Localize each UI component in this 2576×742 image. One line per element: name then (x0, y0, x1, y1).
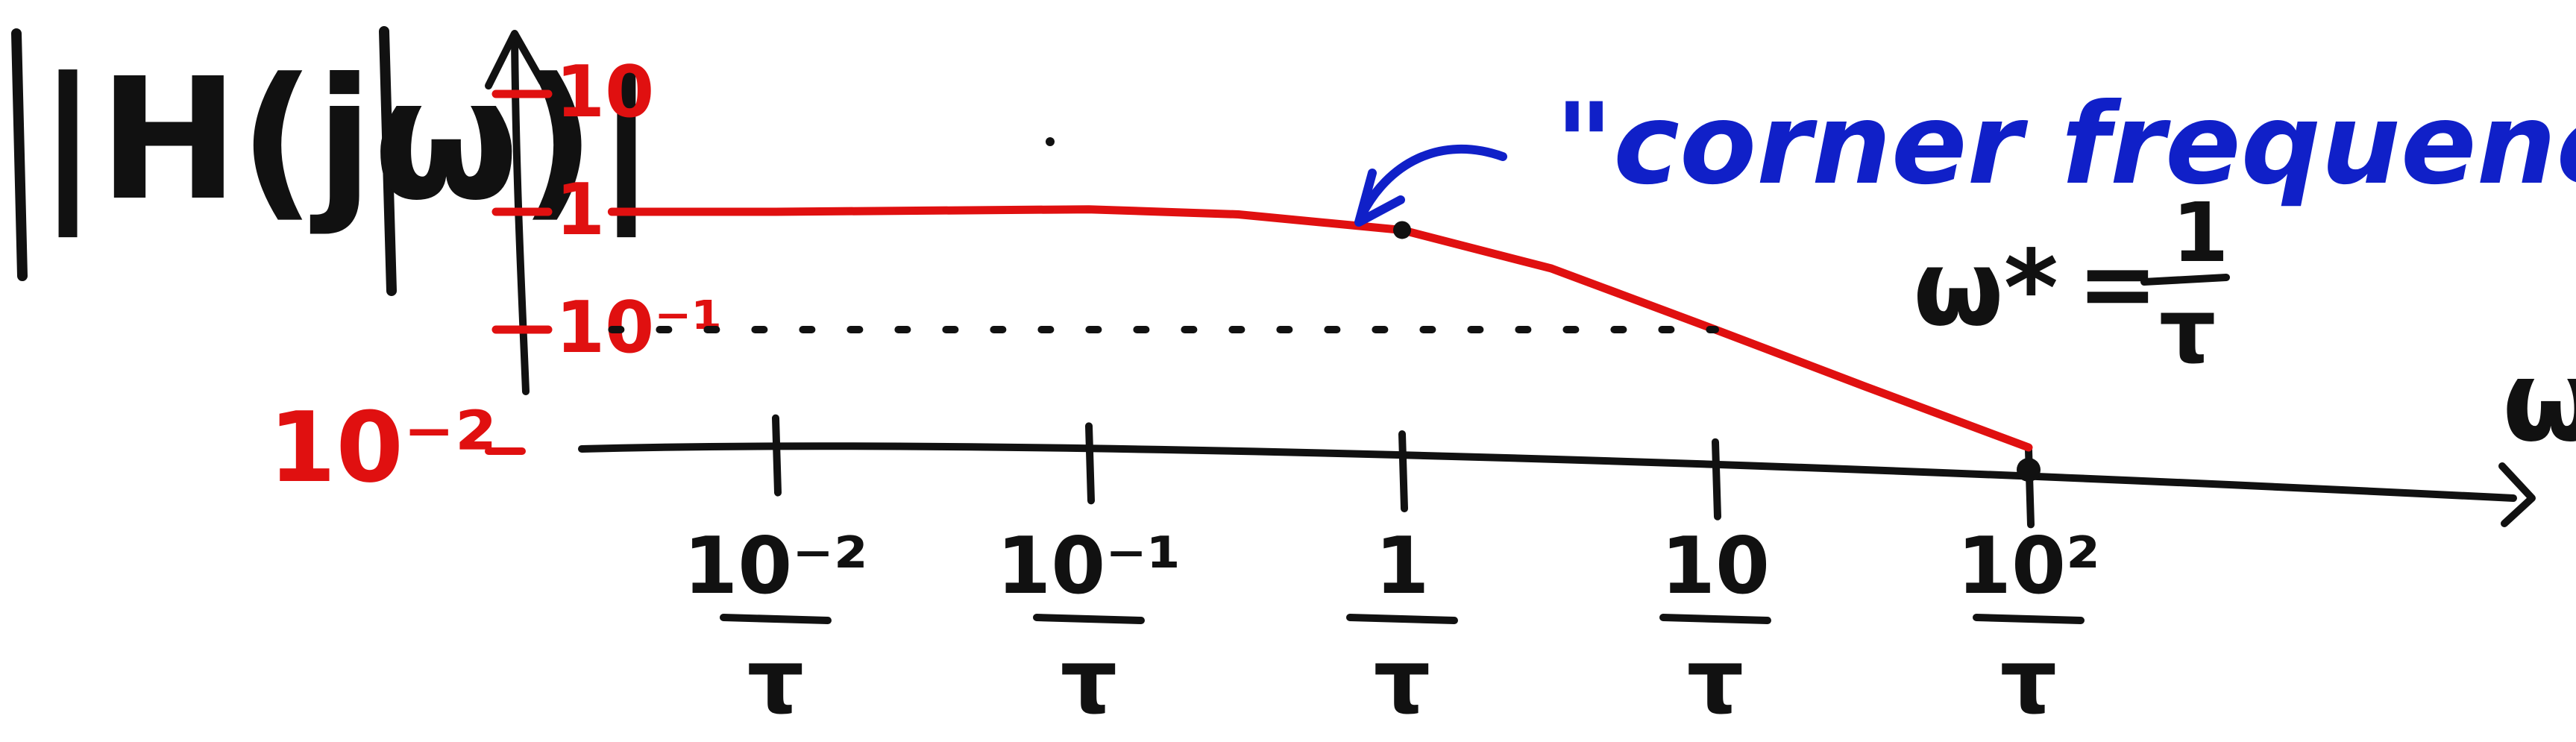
x-tick-mark (772, 414, 782, 497)
x-tick-fraction-bar (1973, 614, 2085, 624)
corner-frequency-annotation: "corner frequency" (1354, 80, 2576, 227)
x-tick-denominator: τ (2000, 630, 2058, 734)
omega-star-equation: ω* = 1 τ (1913, 185, 2230, 383)
y-axis-title: |H(jω)| (11, 26, 657, 296)
x-tick-fraction-bar (1659, 614, 1771, 624)
x-tick-denominator: τ (1374, 630, 1431, 734)
y-ticks: 10 1 10⁻¹ 10⁻² (268, 51, 723, 504)
x-tick-fraction-bar (1346, 614, 1458, 624)
x-axis-title: ω (2502, 337, 2576, 467)
x-axis: ω (578, 337, 2576, 527)
omega-star-numerator: 1 (2172, 185, 2229, 280)
corner-point (1393, 221, 1411, 239)
x-tick-mark (1712, 438, 1721, 521)
y-tick-label: 10 (556, 51, 654, 133)
omega-star-denominator: τ (2159, 280, 2217, 383)
magnitude-curve (607, 205, 2033, 452)
x-tick-fraction-bar (1033, 614, 1145, 624)
x-tick-denominator: τ (1061, 630, 1118, 734)
corner-frequency-label: "corner frequency" (1555, 80, 2576, 210)
y-axis-title-text: |H(jω)| (37, 43, 657, 238)
x-tick-denominator: τ (1687, 630, 1744, 734)
x-tick-fraction-bar (720, 614, 832, 624)
end-point (2017, 458, 2041, 482)
x-ticks: 10⁻² τ 10⁻¹ τ 1 τ 10 τ 10² τ (683, 414, 2100, 734)
x-tick-numerator: 10⁻² (683, 521, 868, 611)
x-tick-mark (1398, 430, 1408, 513)
x-tick-numerator: 1 (1375, 521, 1429, 611)
y-tick-label: 10⁻² (268, 391, 497, 504)
y-tick-label: 1 (556, 169, 605, 251)
x-tick-denominator: τ (747, 630, 805, 734)
stray-dot (1046, 137, 1055, 146)
x-tick-numerator: 10² (1957, 521, 2100, 611)
y-tick-label: 10⁻¹ (556, 287, 723, 369)
x-tick-numerator: 10 (1661, 521, 1770, 611)
x-tick-mark (1085, 422, 1095, 505)
omega-star-symbol: ω* (1913, 228, 2058, 350)
x-tick-numerator: 10⁻¹ (996, 521, 1181, 611)
